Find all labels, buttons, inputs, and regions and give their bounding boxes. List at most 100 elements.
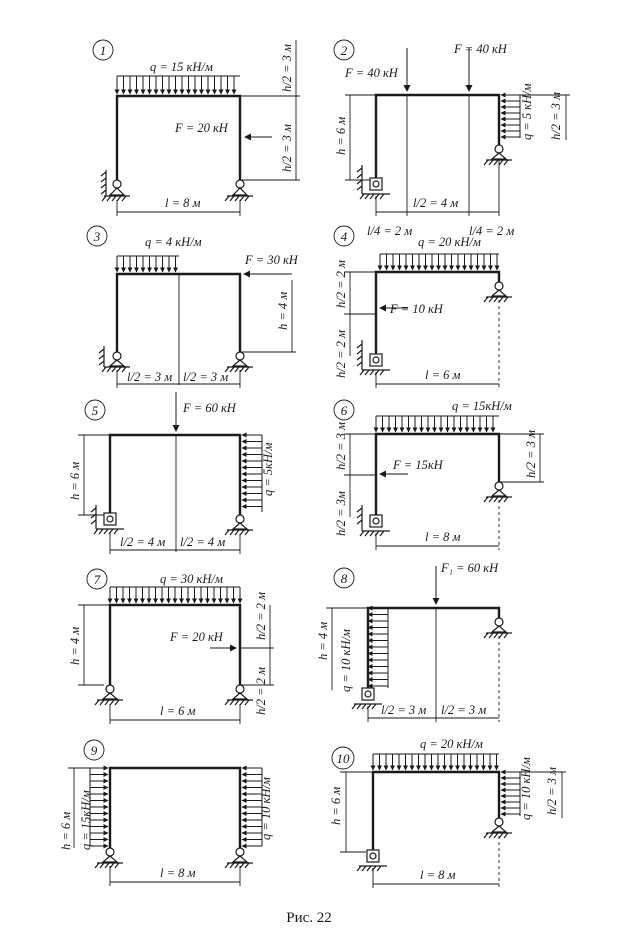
load-label-q: q = 10 кН/м [339,629,353,692]
dim-label: l/4 = 2 м [469,224,514,238]
force-label: F = 15кН [392,458,444,472]
pin-support [224,684,253,706]
scheme-number: 3 [93,229,101,244]
scheme-5: 5 F = 60 кН q = 5кН/м h = 6 м l/2 = 4 м … [68,392,275,554]
dim-label-h: h = 4 м [276,292,290,330]
frame [374,432,501,517]
frame [115,94,242,180]
fixed-support [90,505,124,535]
side-distributed-load [500,769,521,817]
dim-label: l/2 = 4 м [180,535,225,549]
pin-support [224,847,253,869]
dim-label-l: l = 8 м [160,866,196,880]
dim-label-l: l = 8 м [165,196,201,210]
fixed-support [356,165,390,200]
pin-support [483,817,512,839]
force-label: F = 20 кН [169,630,224,644]
pin-support [94,684,123,706]
dim-label-l: l = 6 м [160,704,196,718]
distributed-load [114,255,179,273]
scheme-6: 6 q = 15кН/м F = 15кН h/2 = 3 м h/2 = 3м… [333,399,544,550]
distributed-load [114,75,240,95]
load-label-q: q = 5 кН/м [520,83,534,140]
load-label-q: q = 20 кН/м [420,737,483,751]
scheme-1: 1 q = 15 кН/м F = 20 кН l = 8 м h/2 = 3 … [92,39,300,216]
distributed-load [373,415,499,433]
dim-label: l/4 = 2 м [367,224,412,238]
scheme-9: 9 q = 15кН/м q = 10 кН/м h = 6 м l = 8 м [59,739,273,886]
scheme-number-circle [92,39,114,61]
side-distributed-load [500,92,521,140]
dim-label-h: h = 4 м [316,622,330,660]
scheme-number: 4 [341,229,348,244]
force-label: F = 40 кН [453,42,508,56]
pin-support [224,514,253,536]
scheme-number: 7 [94,572,101,587]
frame [115,272,242,352]
pin-support [483,481,512,503]
scheme-number: 5 [92,403,99,418]
force-label: F = 20 кН [174,121,229,135]
frame [108,603,242,685]
side-distributed-load [367,605,389,689]
dim-label: l/2 = 3 м [183,370,228,384]
scheme-2: 2 F = 40 кН F = 40 кН q = 5 кН/м h/2 = 3… [333,39,570,238]
pin-support [483,617,512,639]
scheme-8: 8 F₁ = 60 кН q = 10 кН/м h = 4 м l/2 = 3… [316,561,512,722]
scheme-number: 8 [341,571,348,586]
force-label: F₁ = 60 кН [440,561,499,575]
load-label-q: q = 20 кН/м [418,235,481,249]
dim-label-h2-lower: h/2 = 2 м [334,330,348,378]
dim-label-l: l = 8 м [420,868,456,882]
dim-label-h: h = 6 м [68,462,82,500]
dim-label-h2: h/2 = 3 м [545,767,559,815]
dim-label-h: h = 6 м [334,117,348,155]
scheme-number: 9 [91,743,98,758]
fixed-support [356,505,390,537]
scheme-number: 1 [100,43,107,58]
dim-label-h2: h/2 = 3 м [549,92,563,140]
dim-label-h: h = 6 м [329,787,343,825]
figure-caption: Рис. 22 [286,910,332,926]
pin-support [483,281,512,303]
dim-label-h: h = 4 м [68,627,82,665]
load-label-q: q = 5кН/м [261,442,275,496]
load-label-q: q = 15кН/м [452,399,512,413]
frame [108,433,242,515]
side-distributed-load [89,765,109,849]
pin-support [483,144,512,166]
load-label-q: q = 15 кН/м [150,60,213,74]
frame [108,766,242,848]
distributed-load [370,753,499,771]
frame [371,770,501,852]
load-label-q-left: q = 15кН/м [79,790,93,850]
pin-support [98,346,130,373]
dim-label: l/2 = 4 м [413,196,458,210]
dim-label-h2-lower: h/2 = 3 м [280,124,294,172]
force-label: F = 60 кН [182,401,237,415]
frame [374,93,501,180]
dim-label-l: l = 6 м [425,368,461,382]
fixed-support [351,687,382,710]
fixed-support [356,340,390,376]
scheme-10: 10 q = 20 кН/м q = 10 кН/м h/2 = 3 м h =… [329,737,566,888]
distributed-load [377,253,500,271]
distributed-load [107,586,243,604]
scheme-number: 10 [337,751,351,766]
dim-label-h2-upper: h/2 = 2 м [334,260,348,308]
fixed-support [356,849,387,872]
dim-label: l/2 = 3 м [381,703,426,717]
load-label-q-right: q = 10 кН/м [259,777,273,840]
side-distributed-load [241,765,263,849]
dim-label-h2-right: h/2 = 3 м [524,430,538,478]
scheme-number: 6 [341,403,348,418]
pin-support [100,170,130,202]
dim-label: l/2 = 4 м [120,535,165,549]
pin-support [224,351,253,373]
dim-label: l/2 = 3 м [127,370,172,384]
dim-label: l/2 = 3 м [441,703,486,717]
scheme-number: 2 [341,43,348,58]
dim-label-h2-upper: h/2 = 2 м [254,592,268,640]
scheme-3: 3 q = 4 кН/м F = 30 кН h = 4 м l/2 = 3 м… [86,225,299,388]
